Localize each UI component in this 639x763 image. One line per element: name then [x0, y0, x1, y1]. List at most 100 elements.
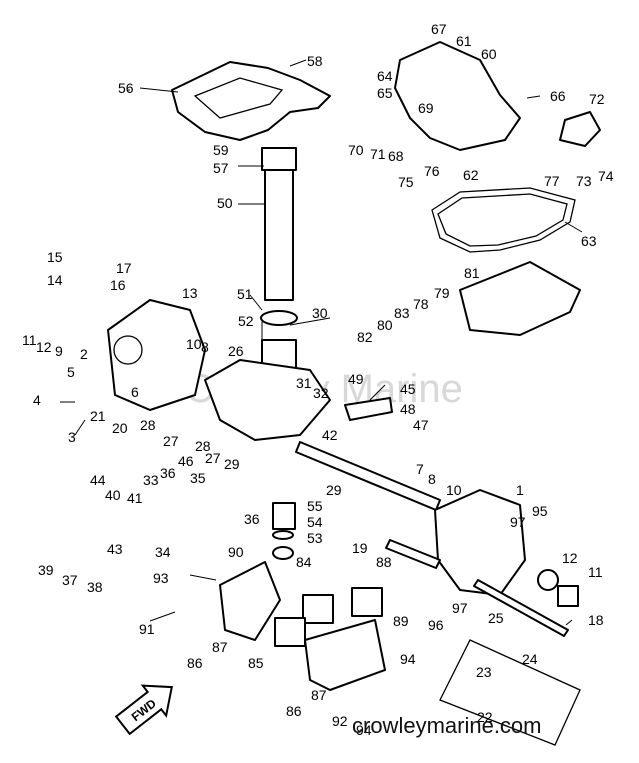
callout-46: 46	[178, 453, 194, 469]
callout-45: 45	[400, 381, 416, 397]
callout-32: 32	[313, 385, 329, 401]
callout-28a: 28	[140, 417, 156, 433]
callout-76: 76	[424, 163, 440, 179]
callout-27b: 27	[205, 450, 221, 466]
callout-88: 88	[376, 554, 392, 570]
part-drawings	[107, 41, 601, 746]
fwd-arrow: FWD	[114, 684, 173, 736]
callout-65: 65	[377, 85, 393, 101]
callout-74: 74	[598, 168, 614, 184]
callout-26: 26	[228, 343, 244, 359]
callout-20: 20	[112, 420, 128, 436]
callout-15: 15	[47, 249, 63, 265]
callout-94b: 94	[356, 722, 372, 738]
callout-56: 56	[118, 80, 134, 96]
callout-38: 38	[87, 579, 103, 595]
callout-52: 52	[238, 313, 254, 329]
callout-7: 7	[416, 461, 424, 477]
callout-54: 54	[307, 514, 323, 530]
callout-72: 72	[589, 91, 605, 107]
callout-13: 13	[182, 285, 198, 301]
site-caption: crowleymarine.com	[352, 713, 542, 738]
callout-75: 75	[398, 174, 414, 190]
callout-25: 25	[488, 610, 504, 626]
callout-73: 73	[576, 173, 592, 189]
callout-numbers: 1 2 3 4 5 6 7 8 8 9 10 10 11 11 12 12 13…	[22, 21, 614, 738]
callout-27a: 27	[163, 433, 179, 449]
callout-37: 37	[62, 572, 78, 588]
callout-94a: 94	[400, 651, 416, 667]
callout-50: 50	[217, 195, 233, 211]
callout-8b: 8	[428, 471, 436, 487]
callout-4: 4	[33, 392, 41, 408]
callout-86b: 86	[286, 703, 302, 719]
callout-53: 53	[307, 530, 323, 546]
callout-28b: 28	[195, 438, 211, 454]
callout-78: 78	[413, 296, 429, 312]
callout-17: 17	[116, 260, 132, 276]
callout-70: 70	[348, 142, 364, 158]
callout-92: 92	[332, 713, 348, 729]
callout-29b: 29	[326, 482, 342, 498]
callout-77: 77	[544, 173, 560, 189]
callout-67: 67	[431, 21, 447, 37]
callout-83: 83	[394, 305, 410, 321]
callout-71: 71	[370, 146, 386, 162]
callout-87a: 87	[212, 639, 228, 655]
callout-40: 40	[105, 487, 121, 503]
callout-58: 58	[307, 53, 323, 69]
callout-86a: 86	[187, 655, 203, 671]
callout-30: 30	[312, 305, 328, 321]
callout-57: 57	[213, 160, 229, 176]
callout-93: 93	[153, 570, 169, 586]
callout-66: 66	[550, 88, 566, 104]
callout-60: 60	[481, 46, 497, 62]
callout-87b: 87	[311, 687, 327, 703]
callout-63: 63	[581, 233, 597, 249]
callout-9: 9	[55, 343, 63, 359]
callout-96: 96	[428, 617, 444, 633]
callout-81: 81	[464, 265, 480, 281]
callout-79: 79	[434, 285, 450, 301]
callout-35: 35	[190, 470, 206, 486]
callout-2: 2	[80, 346, 88, 362]
callout-16: 16	[110, 277, 126, 293]
callout-62: 62	[463, 167, 479, 183]
callout-14: 14	[47, 272, 63, 288]
callout-39: 39	[38, 562, 54, 578]
callout-82: 82	[357, 329, 373, 345]
callout-21: 21	[90, 408, 106, 424]
callout-8a: 8	[201, 339, 209, 355]
callout-10a: 10	[186, 336, 202, 352]
callout-84: 84	[296, 554, 312, 570]
callout-51: 51	[237, 286, 253, 302]
callout-47: 47	[413, 417, 429, 433]
callout-61: 61	[456, 33, 472, 49]
callout-85: 85	[248, 655, 264, 671]
callout-48: 48	[400, 401, 416, 417]
callout-18: 18	[588, 612, 604, 628]
callout-36a: 36	[160, 465, 176, 481]
callout-11b: 11	[588, 564, 603, 580]
callout-41: 41	[127, 490, 143, 506]
callout-59: 59	[213, 142, 229, 158]
callout-43: 43	[107, 541, 123, 557]
callout-11a: 11	[22, 332, 37, 348]
callout-10b: 10	[446, 482, 462, 498]
callout-5: 5	[67, 364, 75, 380]
callout-49: 49	[348, 371, 364, 387]
callout-24: 24	[522, 651, 538, 667]
callout-12a: 12	[36, 339, 52, 355]
callout-19: 19	[352, 540, 368, 556]
callout-91: 91	[139, 621, 155, 637]
callout-97a: 97	[510, 514, 526, 530]
callout-44: 44	[90, 472, 106, 488]
callout-23: 23	[476, 664, 492, 680]
callout-69: 69	[418, 100, 434, 116]
callout-3: 3	[68, 429, 76, 445]
callout-80: 80	[377, 317, 393, 333]
callout-95: 95	[532, 503, 548, 519]
callout-34: 34	[155, 544, 171, 560]
callout-6: 6	[131, 384, 139, 400]
